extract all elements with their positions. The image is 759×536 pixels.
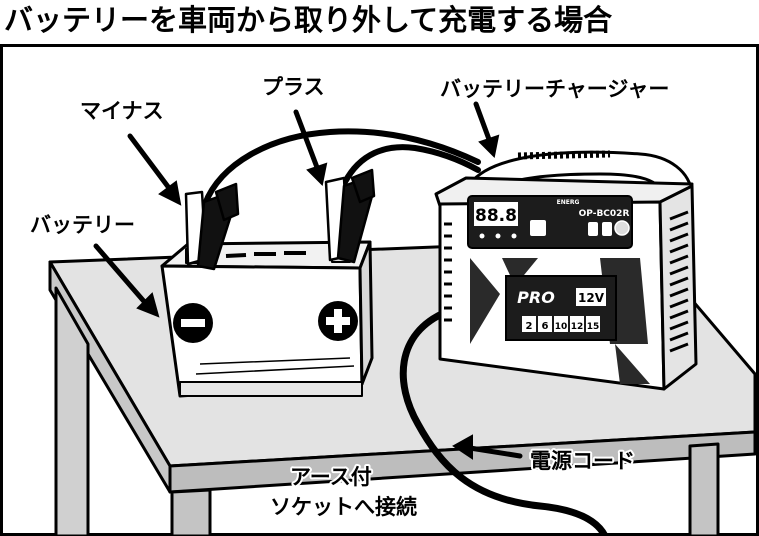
charger-side-vents [669,210,689,353]
charger-arrowhead [478,134,500,159]
select-button [588,222,598,236]
voltage-label: 12V [578,291,605,305]
capacity-box-3 [554,316,568,332]
charger-side [658,184,698,391]
plus-symbol-bar-v [334,309,342,333]
label-charger: バッテリーチャージャー [440,77,669,101]
battery-vents [225,251,306,258]
label-minus-clip: マイナス [80,99,164,123]
label-battery: バッテリー [30,213,135,237]
plus-clip-arrow [293,109,321,173]
display-window [474,202,518,226]
capacity-2: 2 [526,321,533,332]
pointer-arrows [93,101,523,460]
illustration: 88.8 ENERG OP-BC02R PRO 12V 2 6 10 12 15 [0,44,759,536]
label-plus-clip: プラス [262,75,325,99]
battery-ribs [195,357,355,375]
minus-clamp [184,182,240,271]
page-title: バッテリーを車両から取り外して充電する場合 [4,3,613,37]
label-power-cord: 電源コード [530,449,635,473]
minus-clamp-handle [214,182,240,222]
voltage-badge [576,288,606,306]
indicator-led-3 [511,233,517,239]
start-button [602,222,612,236]
battery-side [358,240,374,386]
plus-clamp [324,168,376,264]
table-leg-right [688,442,720,536]
minus-clip-arrowhead [158,180,182,206]
capacity-10: 10 [555,322,568,332]
charger-arrow [473,101,493,145]
label-ground-socket-1: アース付 [290,465,372,489]
power-cord-arrowhead [452,434,473,460]
minus-symbol [173,303,213,343]
plus-symbol [318,301,358,341]
table-leg-left [54,286,90,536]
plus-cable [342,144,481,185]
minus-clip-arrow [127,133,175,195]
display-readout: 88.8 [475,206,517,226]
indicator-led-2 [495,233,501,239]
battery-base [179,381,363,397]
battery [160,240,374,398]
capacity-box-1 [522,316,536,332]
minus-symbol-bar [181,319,205,327]
capacity-15: 15 [587,322,600,332]
capacity-6: 6 [542,321,549,332]
battery-arrowhead [136,292,160,318]
capacity-scale: 2 6 10 12 15 [522,316,600,332]
power-cord [399,308,609,536]
brand-small: ENERG [557,199,580,206]
minus-cable [202,128,481,207]
label-ground-socket-2: ソケットへ接続 [270,495,417,519]
table-leg-front [170,488,212,536]
capacity-box-4 [570,316,584,332]
capacity-box-2 [538,316,552,332]
model-name: OP-BC02R [579,209,630,219]
indicator-led-1 [479,233,485,239]
logo-text: PRO [517,288,555,307]
power-cord-arrow [467,445,523,459]
labels: マイナス プラス バッテリー バッテリーチャージャー 電源コード アース付 ソケ… [28,73,671,521]
plus-clip-arrowhead [306,162,328,187]
table-side-edge [168,430,757,494]
charger-left-vents [444,222,452,322]
power-button [614,220,630,236]
battery-arrow [93,243,151,309]
capacity-12: 12 [571,322,584,332]
mode-button [530,220,546,236]
plus-clamp-handle [350,168,376,204]
capacity-box-5 [586,316,600,332]
